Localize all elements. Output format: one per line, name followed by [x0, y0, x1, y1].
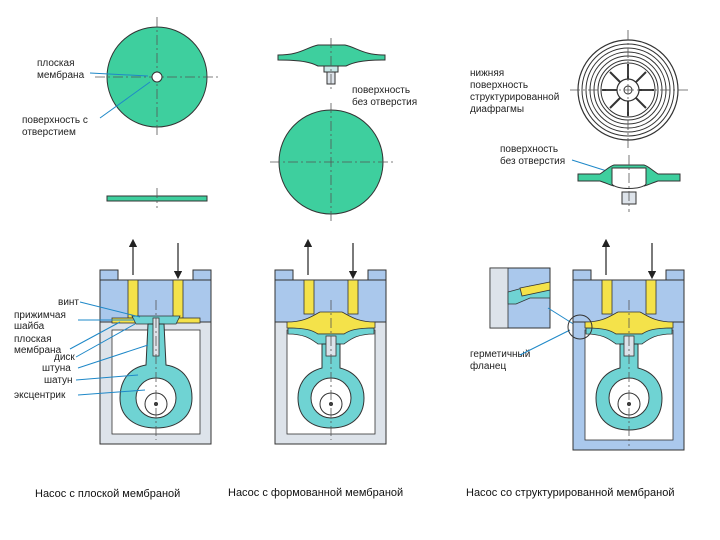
- pump-flat-membrane: [99, 238, 212, 445]
- pump-formed-membrane: [274, 238, 387, 445]
- leader-line: [519, 329, 571, 356]
- flat-membrane-label-1: плоская: [37, 58, 75, 69]
- no-hole-surface-2-label-2: без отверстия: [500, 155, 565, 167]
- structured-diaphragm-side-view: [577, 155, 681, 212]
- formed-membrane-side-view: [277, 38, 386, 90]
- flat-membrane-top-view: [95, 17, 220, 137]
- rod2-label: шатун: [44, 375, 73, 386]
- no-hole-surface-2-label-1: поверхность: [500, 144, 558, 155]
- flat-membrane-label-2: мембрана: [37, 69, 85, 81]
- flat-membrane-side-view: [106, 188, 208, 208]
- structured-diaphragm-bottom-view: [570, 30, 688, 150]
- formed-membrane-top-view: [270, 103, 395, 222]
- caption-formed-membrane: Насос с формованной мембраной: [228, 487, 403, 499]
- caption-flat-membrane: Насос с плоской мембраной: [35, 488, 180, 500]
- screw-label: винт: [58, 297, 79, 308]
- flange-label-1: герметичный: [470, 349, 530, 360]
- eccentric-label: эксцентрик: [14, 390, 66, 401]
- leader-line: [89, 72, 149, 77]
- no-hole-surface-label-2: без отверстия: [352, 96, 417, 108]
- membrane-label-1: плоская: [14, 334, 52, 345]
- membrane-label-2: мембрана: [14, 344, 62, 356]
- leader-line: [99, 81, 151, 119]
- structured-label-2: поверхность: [470, 80, 528, 91]
- structured-label-3: структурированной: [470, 92, 559, 103]
- pump1-labels: винт прижимчая шайба плоская мембрана ди…: [14, 297, 149, 401]
- disc-label: диск: [54, 352, 75, 363]
- caption-structured-membrane: Насос со структурированной мембраной: [466, 487, 674, 499]
- hole-surface-label-2: отверстием: [22, 127, 76, 138]
- hole-surface-label-1: поверхность с: [22, 115, 88, 126]
- washer-label-1: прижимчая: [14, 310, 66, 321]
- rod-label: штуна: [42, 363, 71, 374]
- flange-detail: [489, 267, 576, 329]
- structured-label-1: нижняя: [470, 68, 504, 79]
- leader-line: [571, 159, 611, 173]
- washer-label-2: шайба: [14, 320, 45, 332]
- no-hole-surface-label-1: поверхность: [352, 85, 410, 96]
- pump-structured-membrane: [567, 238, 685, 451]
- flange-label-2: фланец: [470, 360, 506, 372]
- structured-label-4: диафрагмы: [470, 103, 524, 115]
